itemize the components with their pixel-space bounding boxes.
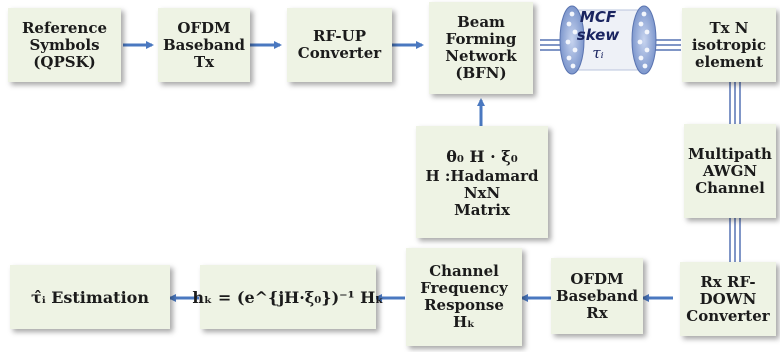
block-text: Matrix [454,200,510,219]
block-text: Baseband [163,35,245,54]
block-text: Converter [297,44,382,62]
mcf-label-line1: MCF [579,8,617,26]
mcf-right-disc [631,5,657,75]
block-text: Frequency [420,279,508,297]
block-rf-up-converter: RF-UP Converter [287,8,392,82]
block-multipath-awgn-channel: Multipath AWGN Channel [684,124,776,218]
mcf-left-disc [559,5,585,75]
block-text: RF-UP [312,27,367,45]
block-text: Baseband [556,286,638,305]
block-text: Channel [695,178,765,197]
block-reference-symbols: Reference Symbols (QPSK) [8,8,121,82]
block-hk-formula: hₖ = (e^{jH·ξ₀})⁻¹ Hₖ [192,265,384,329]
block-ofdm-baseband-tx: OFDM Baseband Tx [158,8,250,82]
block-text: θ₀ H · ξ₀ [446,146,518,166]
block-text: NxN [463,183,501,202]
block-text: Hₖ [452,313,476,331]
block-text: Rx [586,303,608,322]
block-text: Beam [457,13,505,31]
block-text: Response [424,296,504,314]
block-text: Tx [193,52,215,71]
block-text: Forming [445,30,517,48]
block-text: OFDM [177,18,231,37]
mcf-label-line2: skew [576,26,620,44]
block-text: hₖ = (e^{jH·ξ₀})⁻¹ Hₖ [192,287,384,307]
block-tau-estimation: τ̂ᵢ Estimation [10,265,170,329]
block-text: Reference [21,18,108,37]
block-text: Rx RF- [700,272,756,291]
block-text: Network [445,47,517,65]
block-text: Symbols [29,35,100,54]
fiber-tx-to-multipath [729,82,741,124]
mcf-fiber-drawing [559,5,657,75]
block-text: DOWN [699,289,757,308]
block-ofdm-baseband-rx: OFDM Baseband Rx [551,258,643,334]
block-text: Converter [686,306,770,325]
block-text: τ̂ᵢ Estimation [31,287,149,307]
block-text: AWGN [702,161,758,180]
block-text: Tx N [709,18,749,37]
block-text: element [694,52,764,71]
fiber-multipath-to-rx [729,218,741,262]
block-channel-frequency-response: Channel Frequency Response Hₖ [406,248,522,346]
fiber-bfn-to-mcf [540,39,562,51]
block-hadamard-control: θ₀ H · ξ₀ H :Hadamard NxN Matrix [416,126,548,238]
block-beam-forming-network: Beam Forming Network (BFN) [429,2,533,94]
block-tx-isotropic-element: Tx N isotropic element [682,8,776,82]
mcf-label-tau: τᵢ [592,44,604,62]
block-text: (QPSK) [33,52,96,71]
block-text: (BFN) [455,64,507,82]
block-rx-rf-down-converter: Rx RF- DOWN Converter [680,262,776,336]
block-text: OFDM [570,269,624,288]
block-text: isotropic [691,35,767,54]
block-text: Multipath [688,144,772,163]
block-text: H :Hadamard [425,166,539,185]
mcf-label: MCF skew τᵢ [548,8,648,62]
block-text: Channel [429,262,499,280]
